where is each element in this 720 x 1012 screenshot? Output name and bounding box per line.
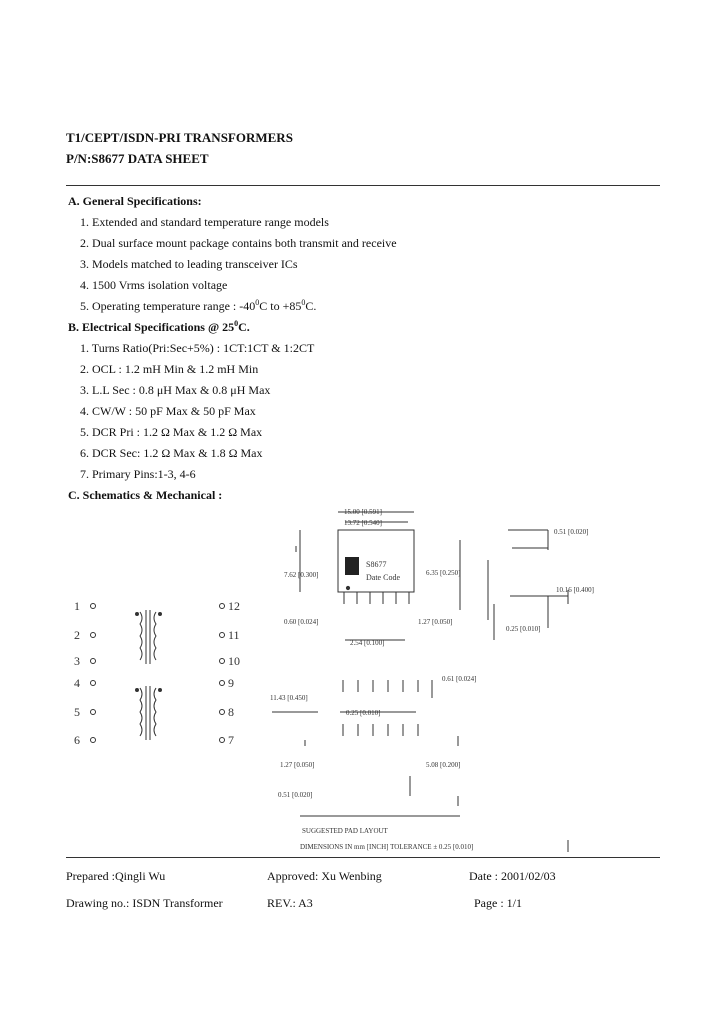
pin-label: 1 [74,599,80,613]
approved-by: Approved: Xu Wenbing [267,869,382,883]
drawing-number: Drawing no.: ISDN Transformer [66,896,223,910]
schematic-diagram: 1 2 3 4 5 6 12 11 10 9 8 7 [74,599,240,747]
spec-item: 3. Models matched to leading transceiver… [80,257,298,271]
spec-item: 7. Primary Pins:1-3, 4-6 [80,467,196,481]
section-b-heading: B. Electrical Specifications @ 250C. [68,319,250,335]
dimension-label: 10.16 [0.400] [556,586,594,594]
dimension-label: 13.72 [0.540] [344,519,382,527]
dimension-label: 0.51 [0.020] [278,791,312,799]
dimension-label: 0.25 [0.010] [506,625,540,633]
pad-layout [272,639,569,852]
header-rule [66,185,660,186]
spec-item: 1. Extended and standard temperature ran… [80,215,329,229]
spec-item: 4. 1500 Vrms isolation voltage [80,278,228,292]
section-c-heading: C. Schematics & Mechanical : [68,488,223,502]
prepared-by: Prepared :Qingli Wu [66,869,166,883]
dimension-label: 7.62 [0.300] [284,571,318,579]
dimension-label: 5.08 [0.200] [426,761,460,769]
pin-label: 5 [74,705,80,719]
pin-label: 2 [74,628,80,642]
revision: REV.: A3 [267,896,313,910]
document-subtitle: P/N:S8677 DATA SHEET [66,151,209,166]
pin-label: 8 [228,705,234,719]
spec-item: 6. DCR Sec: 1.2 Ω Max & 1.8 Ω Max [80,446,263,460]
dimensions-note: DIMENSIONS IN mm [INCH] TOLERANCE ± 0.25… [300,843,473,851]
pin-label: 11 [228,628,240,642]
spec-item: 1. Turns Ratio(Pri:Sec+5%) : 1CT:1CT & 1… [80,341,315,355]
page-number: Page : 1/1 [474,896,522,910]
spec-item: 3. L.L Sec : 0.8 μH Max & 0.8 μH Max [80,383,271,397]
pin-label: 6 [74,733,80,747]
dimension-label: 1.27 [0.050] [280,761,314,769]
package-top-view: S8677 Date Code [295,511,415,604]
dimension-label: 11.43 [0.450] [270,694,308,702]
dimension-label: 0.60 [0.024] [284,618,318,626]
schematic-mechanical-drawing: 1 2 3 4 5 6 12 11 10 9 8 7 S8677 Date Co… [74,508,594,852]
logo-icon [345,557,359,575]
document-title: T1/CEPT/ISDN-PRI TRANSFORMERS [66,130,293,145]
pin-label: 9 [228,676,234,690]
pin-label: 4 [74,676,80,690]
spec-item: 2. OCL : 1.2 mH Min & 1.2 mH Min [80,362,259,376]
document-date: Date : 2001/02/03 [469,869,556,883]
dimension-label: 0.51 [0.020] [554,528,588,536]
spec-item: 2. Dual surface mount package contains b… [80,236,397,250]
dimension-label: 0.25 [0.010] [346,709,380,717]
pad-layout-note: SUGGESTED PAD LAYOUT [302,827,389,835]
package-side-view [459,529,569,640]
dimension-label: 15.00 [0.591] [344,508,382,516]
dimension-label: 2.54 [0.100] [350,639,384,647]
pin-label: 3 [74,654,80,668]
dimension-label: 1.27 [0.050] [418,618,452,626]
dimension-labels: 15.00 [0.591] 13.72 [0.540] 7.62 [0.300]… [270,508,594,851]
pin-label: 10 [228,654,240,668]
footer-rule [66,857,660,858]
dimension-label: 0.61 [0.024] [442,675,476,683]
temperature-range-item: 5. Operating temperature range : -400C t… [80,298,317,314]
date-code-marking: Date Code [366,573,400,582]
pin-label: 12 [228,599,240,613]
spec-item: 4. CW/W : 50 pF Max & 50 pF Max [80,404,256,418]
section-a-heading: A. General Specifications: [68,194,202,208]
spec-item: 5. DCR Pri : 1.2 Ω Max & 1.2 Ω Max [80,425,263,439]
part-marking: S8677 [366,560,386,569]
pin-label: 7 [228,733,234,747]
dimension-label: 6.35 [0.250] [426,569,460,577]
